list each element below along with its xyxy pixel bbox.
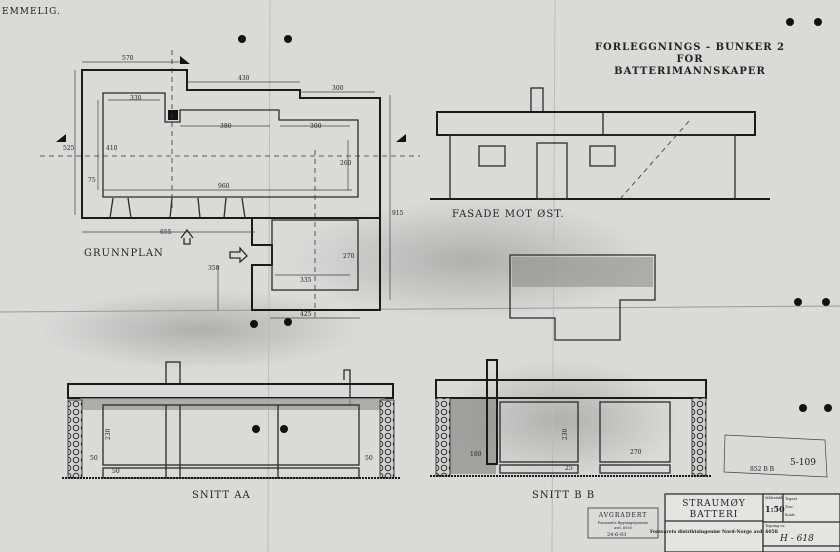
section-a-height: 230 <box>105 428 112 440</box>
row-tegnet: Tegnet <box>785 497 798 501</box>
dim-300: 300 <box>310 123 322 130</box>
title-block: STRAUMØY BATTERI Forsvarets distriktsing… <box>650 493 840 552</box>
dim-350: 350 <box>208 265 220 272</box>
section-b-height: 230 <box>562 428 569 440</box>
dim-75: 75 <box>88 177 96 184</box>
project-name-line-2: BATTERI <box>690 510 739 520</box>
office-name: Forsvarets distriktsingeniør Nord-Norge … <box>650 529 778 535</box>
declassified-stamp: AVGRADERT Forsvarets Bygningstjeneste av… <box>587 507 659 539</box>
section-b-b: 230 270 180 25 SNITT B B <box>430 359 712 501</box>
ground-plan-label: GRUNNPLAN <box>84 248 164 259</box>
section-a-a: 230 50 50 50 SNITT AA <box>62 361 400 501</box>
dim-960: 960 <box>218 183 230 190</box>
stamp-line-2: avd. 6058 <box>614 526 631 530</box>
section-a-right: 50 <box>365 455 373 462</box>
stamp-date: 24-6-93 <box>607 532 626 538</box>
dim-335: 335 <box>300 277 312 284</box>
facade-east: FASADE MOT ØST. <box>430 87 770 341</box>
dim-270: 270 <box>343 253 355 260</box>
section-b-width: 270 <box>630 449 642 456</box>
section-b-label: SNITT B B <box>532 490 595 501</box>
scale-value: 1:50 <box>765 504 785 514</box>
row-trac: Trac. <box>785 505 794 509</box>
dim-430: 430 <box>238 75 250 82</box>
title-line-2: FOR <box>676 54 703 65</box>
facade-label: FASADE MOT ØST. <box>452 209 565 220</box>
archive-ref: 852 B B <box>750 466 775 473</box>
title-line-1: FORLEGGNINGS - BUNKER 2 <box>595 42 785 53</box>
section-b-bottom: 25 <box>565 465 573 472</box>
stamp-line-1: Forsvarets Bygningstjeneste <box>598 521 649 525</box>
dim-655: 655 <box>160 229 172 236</box>
row-kontr: Kontr. <box>785 513 796 517</box>
archive-number: 5-109 <box>790 458 816 468</box>
title-line-3: BATTERIMANNSKAPER <box>614 66 766 77</box>
scale-label: Målestokk <box>765 495 784 500</box>
dim-330: 330 <box>130 95 142 102</box>
stamp-title: AVGRADERT <box>598 512 648 519</box>
dim-300-top: 300 <box>332 85 344 92</box>
drawing-number: H - 618 <box>779 534 814 544</box>
punch-holes <box>238 18 832 433</box>
drawing-number-label: Tegning nr. <box>765 524 785 528</box>
dim-425: 425 <box>300 311 312 318</box>
section-b-left: 180 <box>470 451 482 458</box>
dim-525: 525 <box>63 145 75 152</box>
drawing-title: FORLEGGNINGS - BUNKER 2 FOR BATTERIMANNS… <box>595 42 785 77</box>
classification-mark: EMMELIG. <box>2 7 61 17</box>
archive-note: 5-109 852 B B <box>723 434 828 478</box>
dim-410: 410 <box>106 145 118 152</box>
section-a-bottom: 50 <box>112 468 120 475</box>
dim-380: 380 <box>220 123 232 130</box>
section-a-label: SNITT AA <box>192 490 251 501</box>
dim-570: 570 <box>122 55 134 62</box>
ground-plan: 570 430 300 330 380 300 525 410 260 960 … <box>40 50 420 320</box>
section-a-left: 50 <box>90 455 98 462</box>
dim-260: 260 <box>340 160 352 167</box>
project-name-line-1: STRAUMØY <box>682 498 746 509</box>
dim-915: 915 <box>392 210 404 217</box>
